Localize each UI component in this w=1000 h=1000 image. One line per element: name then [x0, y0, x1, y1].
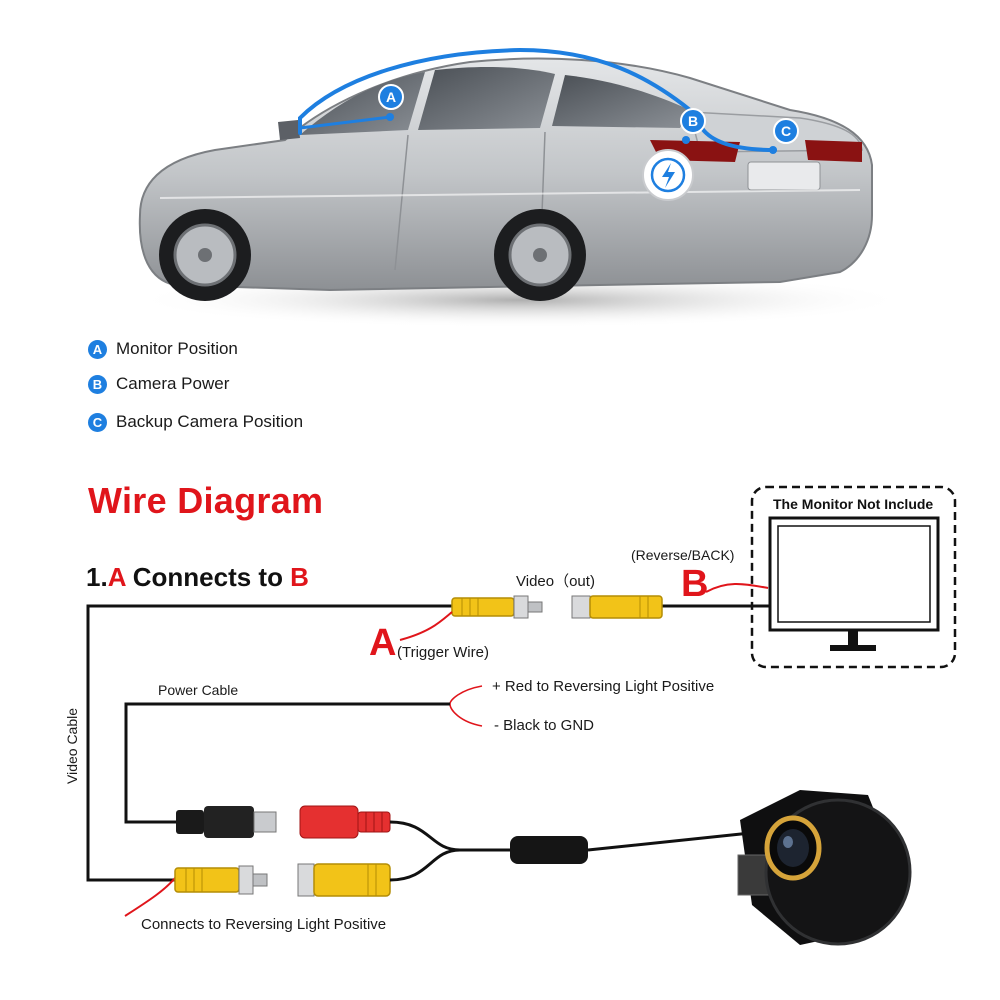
car-taillight-right [805, 140, 862, 162]
red-wire-label: + Red to Reversing Light Positive [492, 678, 715, 695]
legend-item-backup-camera: C Backup Camera Position [88, 409, 303, 435]
pointer-reversing [124, 877, 176, 917]
section-letter-b: B [290, 562, 309, 592]
video-cable-label: Video Cable [64, 707, 80, 784]
section-heading: 1.A Connects to B [86, 562, 309, 593]
monitor-not-included-label: The Monitor Not Include [773, 496, 934, 512]
rca-camera-video-connector [174, 865, 268, 895]
legend-label-backup-camera: Backup Camera Position [116, 412, 304, 431]
legend-item-monitor: A Monitor Position [88, 336, 238, 362]
car-marker-c: C [773, 118, 799, 144]
letter-b-label: B [681, 563, 709, 605]
legend-item-camera-power: B Camera Power [88, 371, 229, 397]
backup-camera [737, 790, 912, 946]
section-letter-a: A [107, 562, 126, 592]
power-cable-label: Power Cable [158, 682, 239, 698]
dc-power-plug [176, 806, 277, 838]
badge-b: B [88, 374, 107, 394]
monitor-dashed-box [750, 485, 957, 669]
pointer-trigger [399, 611, 453, 641]
trigger-wire-label: (Trigger Wire) [397, 644, 489, 661]
badge-c: C [88, 412, 107, 432]
legend-label-monitor: Monitor Position [116, 339, 238, 358]
legend-label-camera-power: Camera Power [116, 374, 230, 393]
rca-trigger-connector [451, 595, 543, 619]
pointer-power-split [449, 685, 483, 727]
video-cable-wire [86, 604, 452, 882]
car-marker-b: B [680, 108, 706, 134]
power-icon [642, 149, 694, 201]
black-wire-label: - Black to GND [494, 717, 595, 734]
video-out-label: Video（out) [516, 573, 595, 590]
power-cable-wire [124, 702, 450, 824]
cable-junction [510, 836, 588, 864]
route-line [298, 47, 777, 152]
car-marker-a: A [378, 84, 404, 110]
car-wheel-front [159, 209, 251, 301]
dc-power-socket [299, 805, 391, 839]
monitor-icon [768, 516, 940, 651]
pointer-back [705, 583, 769, 593]
camera-cable-wire [389, 820, 761, 882]
car-mirror [278, 120, 300, 140]
rca-camera-socket [297, 863, 391, 897]
car-window-rear [418, 66, 555, 130]
reverse-back-label: (Reverse/BACK) [631, 547, 735, 563]
letter-a-label: A [369, 622, 397, 664]
section-number: 1. [86, 562, 108, 592]
car-wheel-rear [494, 209, 586, 301]
reversing-light-label: Connects to Reversing Light Positive [141, 916, 387, 933]
badge-a: A [88, 339, 107, 359]
section-connects: Connects to [125, 562, 291, 592]
wire-diagram-title: Wire Diagram [88, 480, 324, 521]
car-window-back [552, 75, 690, 128]
rca-video-out-connector [571, 595, 663, 619]
